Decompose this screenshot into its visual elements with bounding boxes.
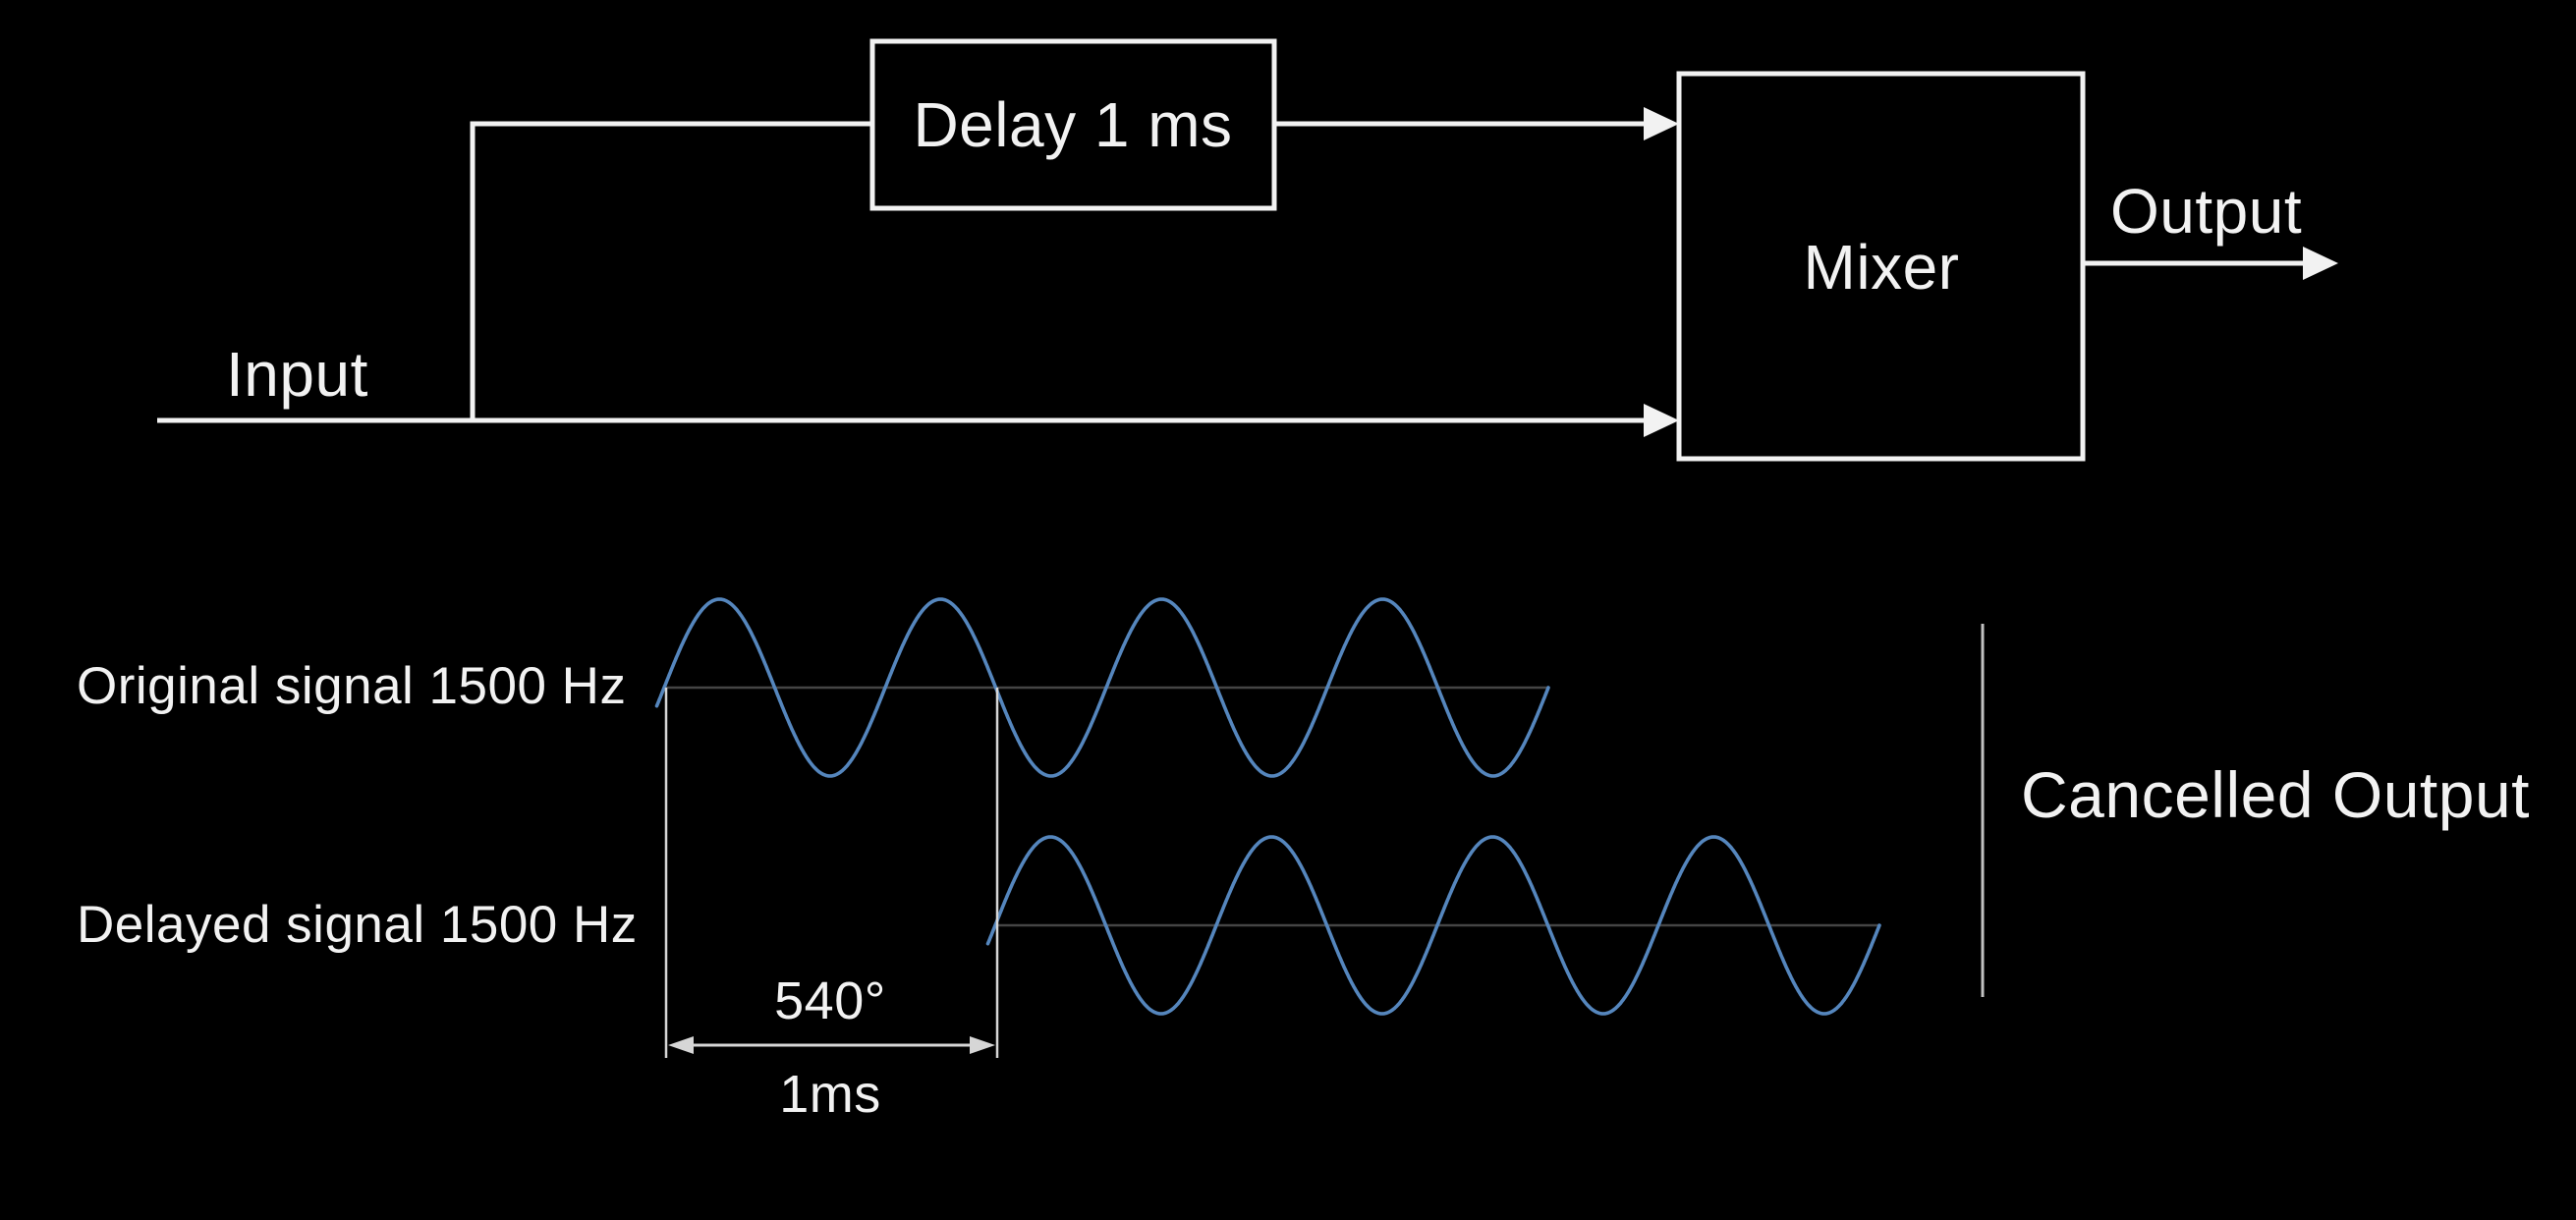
- arrowhead-input-into-mixer: [1644, 404, 1679, 437]
- delayed-signal-label: Delayed signal 1500 Hz: [77, 896, 638, 954]
- delay-block-label: Delay 1 ms: [913, 89, 1232, 160]
- original-signal-label: Original signal 1500 Hz: [77, 657, 626, 715]
- arrowhead-delay-into-mixer: [1644, 107, 1679, 140]
- dimension-arrowhead-left: [668, 1036, 694, 1054]
- mixer-block-label: Mixer: [1804, 232, 1960, 303]
- delay-block: [869, 38, 1277, 211]
- cancelled-output-label: Cancelled Output: [2021, 758, 2530, 831]
- output-label: Output: [2110, 176, 2302, 247]
- mixer-block: [1676, 71, 2086, 462]
- arrowhead-output: [2303, 247, 2338, 280]
- delay-time-label: 1ms: [779, 1065, 881, 1124]
- input-label: Input: [226, 339, 368, 410]
- phase-shift-label: 540°: [774, 971, 886, 1030]
- dimension-arrowhead-right: [970, 1036, 995, 1054]
- delayed-sine-wave: [985, 835, 1881, 1016]
- original-sine-wave: [654, 597, 1550, 778]
